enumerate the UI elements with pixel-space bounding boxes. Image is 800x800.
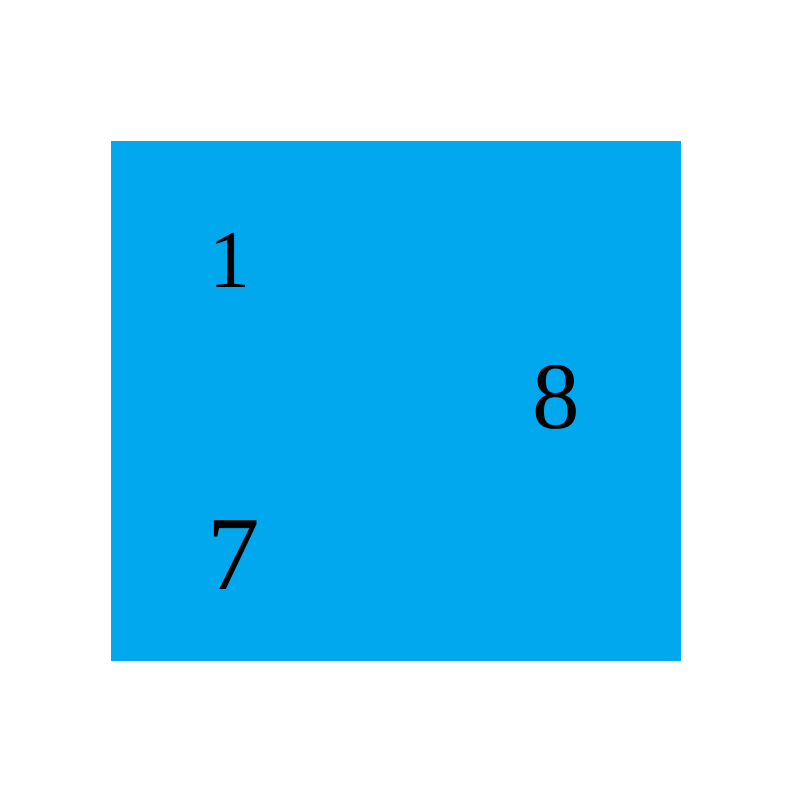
digit-label-8: 8 bbox=[532, 343, 580, 449]
digit-label-7: 7 bbox=[207, 495, 260, 612]
digit-label-1: 1 bbox=[209, 214, 250, 305]
blue-rectangle bbox=[111, 141, 681, 661]
